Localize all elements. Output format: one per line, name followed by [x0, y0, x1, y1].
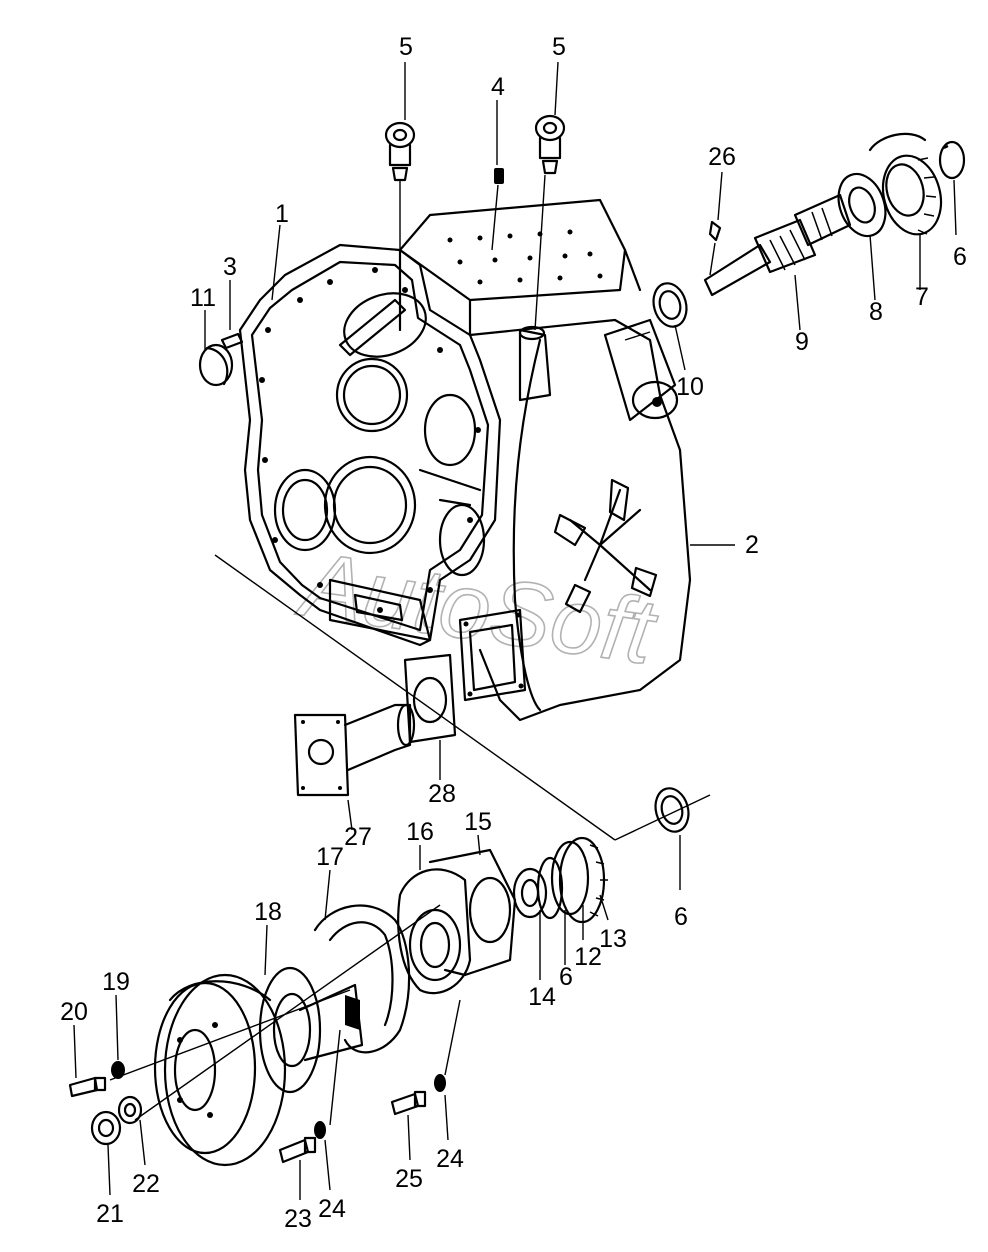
- lifting-eye-right: [534, 114, 566, 175]
- clutch-shoe: [313, 904, 411, 1054]
- bearing-ring: [512, 856, 564, 920]
- callout-label: 15: [464, 808, 492, 836]
- seal-ring: [652, 282, 688, 328]
- callout-label: 5: [552, 33, 566, 61]
- lifting-eye-left: [384, 121, 416, 182]
- bolt-23: [278, 1136, 317, 1164]
- hub: [258, 966, 364, 1094]
- clutch-gear: [550, 836, 608, 924]
- leader-lines: [73, 61, 957, 1200]
- callout-label: 5: [399, 33, 413, 61]
- bolt-20: [68, 1076, 107, 1098]
- callout-label: 13: [599, 925, 627, 953]
- nut-19: [111, 1061, 125, 1079]
- callout-label: 22: [132, 1170, 160, 1198]
- callout-label: 23: [284, 1205, 312, 1233]
- gear: [868, 132, 943, 236]
- callout-label: 17: [316, 843, 344, 871]
- callout-label: 19: [102, 968, 130, 996]
- dowel-pin: [220, 332, 244, 350]
- callout-label: 2: [745, 531, 759, 559]
- snap-ring-top: [938, 140, 966, 180]
- callout-label: 12: [574, 943, 602, 971]
- callout-label: 4: [491, 73, 505, 101]
- callout-label: 20: [60, 998, 88, 1026]
- callout-label: 24: [318, 1195, 346, 1223]
- adapter-tube: [293, 703, 416, 797]
- callout-label: 8: [869, 298, 883, 326]
- callout-label: 21: [96, 1200, 124, 1228]
- callout-label: 26: [708, 143, 736, 171]
- callout-label: 11: [190, 284, 216, 312]
- callout-label: 6: [559, 963, 573, 991]
- callout-label: 28: [428, 780, 456, 808]
- callout-label: 6: [953, 243, 967, 271]
- callout-labels: 1 2 3 4 5 5 6 6 6 7 8 9 10 11 12 13 14 1…: [60, 33, 967, 1233]
- plug: [494, 168, 504, 184]
- callout-label: 24: [436, 1145, 464, 1173]
- callout-label: 25: [395, 1165, 423, 1193]
- woodruff-key: [708, 220, 722, 242]
- callout-label: 3: [223, 253, 237, 281]
- callout-label: 6: [674, 903, 688, 931]
- cover-plug: [198, 343, 234, 387]
- callout-label: 16: [406, 818, 434, 846]
- callout-label: 10: [676, 373, 704, 401]
- clutch-housing: [397, 868, 472, 995]
- callout-label: 7: [915, 283, 929, 311]
- callout-label: 18: [254, 898, 282, 926]
- washer-22: [117, 1095, 143, 1125]
- input-shaft: [703, 193, 852, 297]
- nut-21: [90, 1110, 122, 1146]
- pulley: [153, 973, 287, 1167]
- callout-label: 1: [275, 200, 289, 228]
- washer-24b: [434, 1074, 446, 1092]
- gearbox-housing: [398, 198, 692, 722]
- seal-ring-lower: [654, 787, 690, 833]
- washer-24a: [314, 1121, 326, 1139]
- bolt-25: [390, 1090, 427, 1116]
- callout-label: 27: [344, 823, 372, 851]
- watermark: AutoSoft: [291, 533, 663, 684]
- gasket: [403, 653, 457, 744]
- callout-label: 9: [795, 328, 809, 356]
- bearing: [837, 172, 887, 238]
- bell-housing: [238, 243, 502, 647]
- callout-label: 14: [528, 983, 556, 1011]
